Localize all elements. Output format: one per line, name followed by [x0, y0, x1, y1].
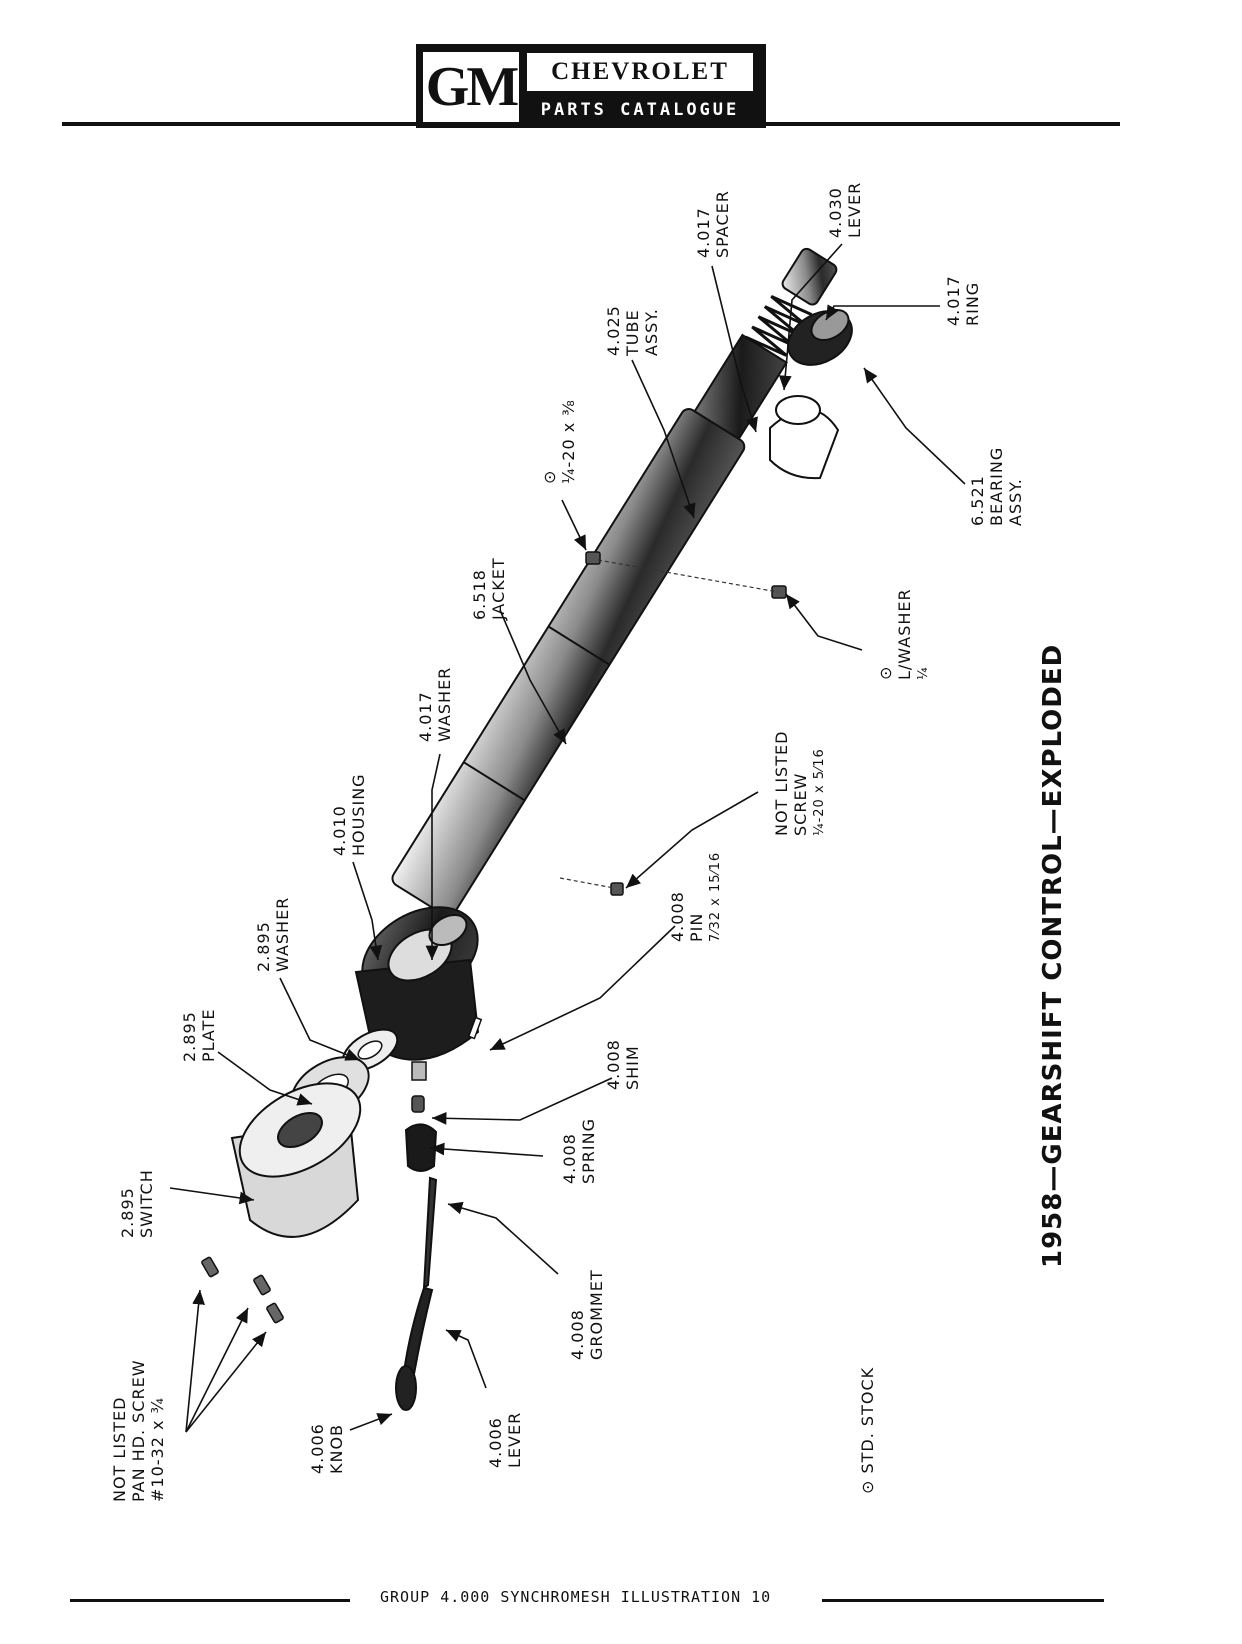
callout-number: 2.895 [254, 921, 273, 972]
callout-pin: 4.008 PIN 7⁄32 x 15⁄16 [668, 852, 725, 942]
callout-number: 4.008 [560, 1133, 579, 1184]
lever-4030-part [769, 395, 840, 480]
callout-name2: ASSY. [1006, 478, 1025, 526]
callout-switch: 2.895 SWITCH [118, 1169, 156, 1238]
callout-bolt-top: ⊙ ¼-20 x ⅜ [540, 399, 578, 484]
callout-name: SPACER [713, 190, 732, 258]
callout-name: WASHER [435, 666, 454, 742]
callout-size: ¼-20 x ⅜ [559, 399, 578, 484]
callout-pan-screw: NOT LISTED PAN HD. SCREW #10-32 x ¾ [110, 1359, 167, 1502]
callout-number: 4.017 [944, 275, 963, 326]
callout-grommet: 4.008 GROMMET [568, 1269, 606, 1360]
gm-letters: GM [423, 52, 519, 122]
switch-part [230, 1082, 362, 1238]
callout-line2: PAN HD. SCREW [129, 1359, 148, 1502]
std-stock-symbol: ⊙ [876, 665, 895, 680]
callout-line1: NOT LISTED [772, 730, 791, 836]
footer-rule-left [70, 1599, 350, 1602]
callout-lever-top: 4.030 LEVER [826, 182, 864, 238]
brand-name: CHEVROLET [527, 53, 753, 91]
footer-section: SYNCHROMESH [500, 1588, 611, 1606]
callout-number: 4.008 [568, 1309, 587, 1360]
diagram-title: 1958—GEARSHIFT CONTROL—EXPLODED [1038, 643, 1068, 1268]
bearing-part [787, 308, 853, 366]
callout-number: 2.895 [118, 1187, 137, 1238]
footer-caption: GROUP 4.000 SYNCHROMESH ILLUSTRATION 10 [380, 1588, 810, 1606]
callout-name: TUBE [623, 309, 642, 356]
callout-tube: 4.025 TUBE ASSY. [604, 305, 661, 356]
callout-name: BEARING [987, 446, 1006, 526]
callout-name: LEVER [845, 181, 864, 238]
callout-number: 4.008 [604, 1039, 623, 1090]
callout-number: 4.010 [330, 805, 349, 856]
callout-line2: SCREW [791, 772, 810, 836]
callout-name: RING [963, 281, 982, 326]
footer-rule-right [822, 1599, 1104, 1602]
callout-shim: 4.008 SHIM [604, 1039, 642, 1090]
callout-size: ¼-20 x 5⁄16 [812, 748, 827, 836]
callout-washer-4017: 4.017 WASHER [416, 667, 454, 742]
callout-size: #10-32 x ¾ [148, 1396, 167, 1502]
callout-name: HOUSING [349, 773, 368, 856]
callout-name: SHIM [623, 1045, 642, 1090]
callout-spring: 4.008 SPRING [560, 1118, 598, 1184]
callout-bearing: 6.521 BEARING ASSY. [968, 447, 1025, 526]
callout-name: PIN [687, 912, 706, 942]
callout-spacer: 4.017 SPACER [694, 190, 732, 258]
callout-number: 4.006 [486, 1417, 505, 1468]
callout-size: ¼ [916, 666, 931, 680]
spring-part [411, 1095, 425, 1113]
callout-screw-mid: NOT LISTED SCREW ¼-20 x 5⁄16 [772, 731, 829, 836]
callout-name: WASHER [273, 896, 292, 972]
legend-text: STD. STOCK [858, 1366, 877, 1474]
pin-part [467, 1016, 483, 1040]
callout-number: 4.006 [308, 1423, 327, 1474]
callout-number: 4.025 [604, 305, 623, 356]
callout-number: 6.521 [968, 475, 987, 526]
callout-name: KNOB [327, 1423, 346, 1474]
callout-plate: 2.895 PLATE [180, 1008, 218, 1062]
shim-part [411, 1061, 427, 1081]
callout-housing: 4.010 HOUSING [330, 773, 368, 856]
callout-ring: 4.017 RING [944, 275, 982, 326]
callout-name2: ASSY. [642, 308, 661, 356]
callout-lever-bottom: 4.006 LEVER [486, 1412, 524, 1468]
callout-size: 7⁄32 x 15⁄16 [708, 851, 723, 942]
shift-lever-part [402, 1176, 438, 1376]
callout-number: 4.030 [826, 187, 845, 238]
header-rule [62, 122, 1120, 126]
callout-number: 4.017 [694, 207, 713, 258]
grommet-part [404, 1123, 438, 1172]
footer-illustration-number: 10 [751, 1588, 772, 1606]
std-stock-symbol: ⊙ [540, 469, 559, 484]
callout-knob: 4.006 KNOB [308, 1423, 346, 1474]
callout-lwasher: ⊙ L/WASHER ¼ [876, 588, 933, 680]
callout-jacket: 6.518 JACKET [470, 557, 508, 620]
callout-number: 6.518 [470, 569, 489, 620]
footer-group-number: 4.000 [440, 1588, 491, 1606]
std-stock-symbol: ⊙ [858, 1479, 877, 1494]
bolts-part [585, 551, 787, 896]
callout-name: SPRING [579, 1117, 598, 1184]
callout-number: 4.008 [668, 891, 687, 942]
callout-name: GROMMET [587, 1269, 606, 1360]
callout-name: LEVER [505, 1411, 524, 1468]
footer-illustration: ILLUSTRATION [620, 1588, 742, 1606]
callout-line1: NOT LISTED [110, 1396, 129, 1502]
callout-washer-2895: 2.895 WASHER [254, 897, 292, 972]
callout-name: SWITCH [137, 1169, 156, 1238]
std-stock-legend: ⊙ STD. STOCK [858, 1367, 877, 1494]
jacket-part [391, 247, 838, 918]
knob-part [395, 1365, 417, 1411]
callout-name: JACKET [489, 557, 508, 620]
footer-group: GROUP [380, 1588, 431, 1606]
pan-screws-part [201, 1256, 284, 1324]
callout-number: 2.895 [180, 1011, 199, 1062]
gm-chevrolet-logo: GM CHEVROLET PARTS CATALOGUE [416, 44, 766, 128]
catalogue-label: PARTS CATALOGUE [540, 100, 740, 120]
callout-name: L/WASHER [895, 588, 914, 680]
callout-name: PLATE [199, 1008, 218, 1062]
callout-number: 4.017 [416, 691, 435, 742]
